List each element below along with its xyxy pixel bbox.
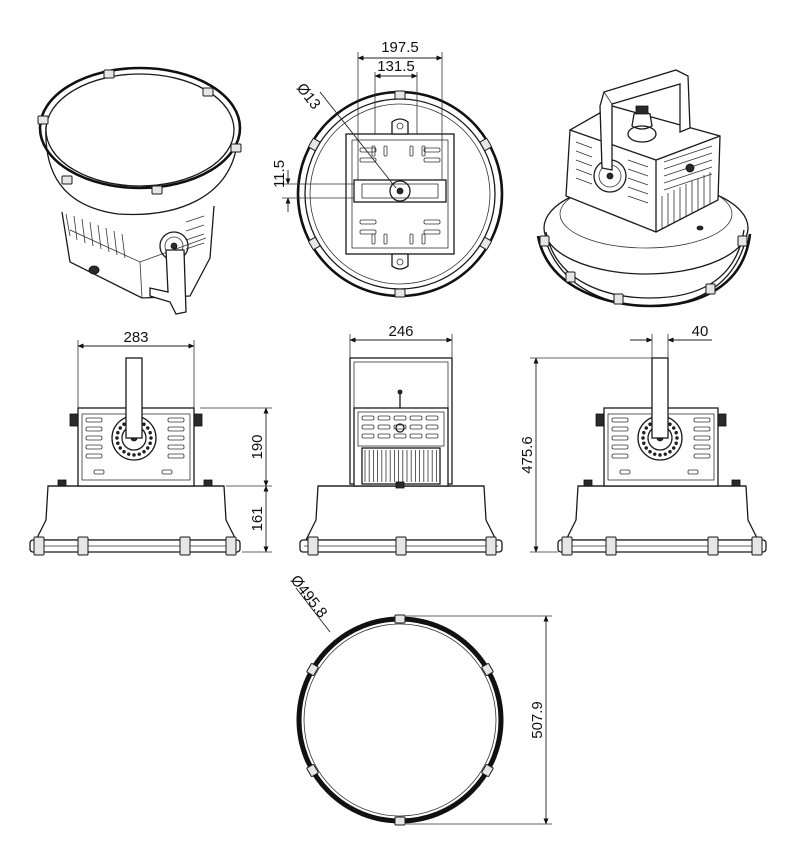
dim-right-bracket-width: 40: [692, 323, 709, 340]
dim-top-hole-dia: Ø13: [293, 80, 324, 113]
dim-top-inner-width: 131.5: [377, 58, 415, 75]
dim-ring-dia: Ø495.8: [287, 572, 331, 621]
dim-ring-overall: 507.9: [529, 701, 546, 739]
dim-total-height: 475.6: [519, 436, 536, 474]
dim-front-width: 283: [123, 329, 148, 346]
dim-side-width: 246: [388, 323, 413, 340]
iso-view-left: [37, 66, 242, 315]
dim-top-slot: 11.5: [271, 160, 288, 188]
iso-view-right: [536, 69, 752, 308]
right-view: [557, 357, 767, 556]
dimension-lines: [77, 55, 712, 825]
front-view: [29, 357, 241, 556]
ring-view: [295, 587, 552, 826]
side-view: [299, 357, 503, 556]
dim-front-lower-height: 161: [249, 506, 266, 531]
dim-top-outer-width: 197.5: [381, 39, 419, 56]
dim-front-upper-height: 190: [249, 434, 266, 459]
top-view: [282, 52, 504, 298]
